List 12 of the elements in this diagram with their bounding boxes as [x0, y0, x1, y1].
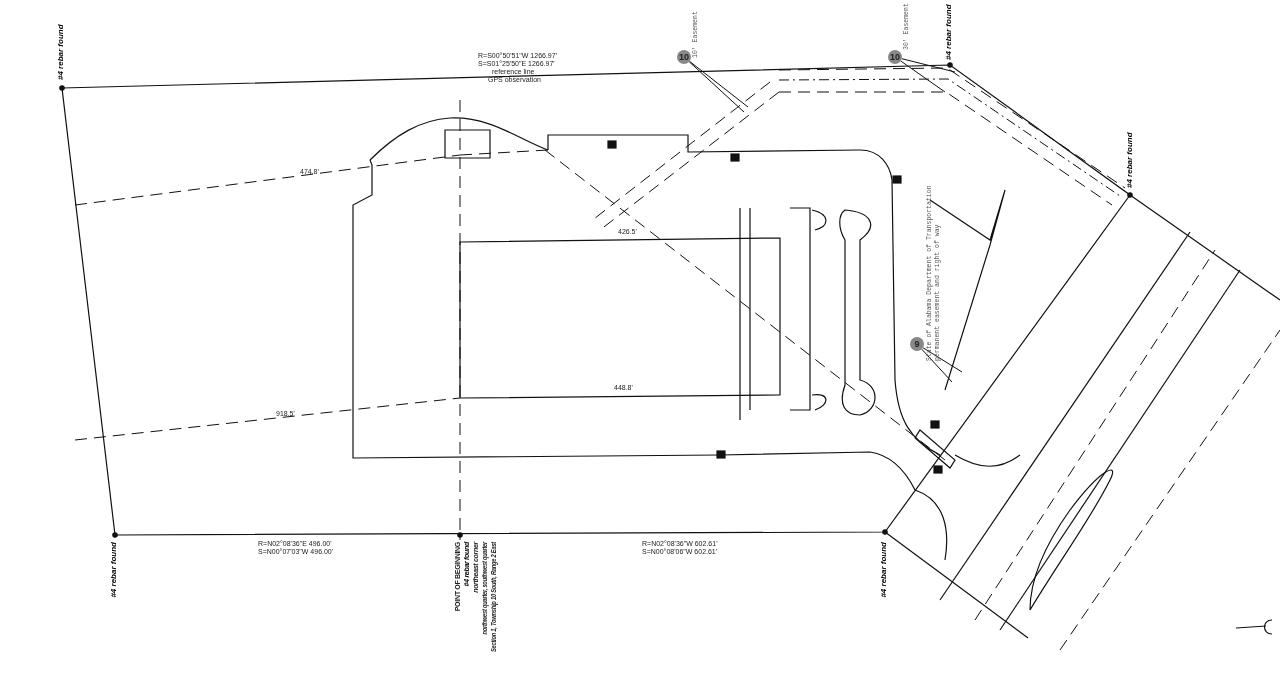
- callout-number: 9: [910, 337, 924, 351]
- monument-label: #4 rebar found: [57, 24, 65, 80]
- leader-line: [921, 348, 953, 383]
- monument-label: #4 rebar found: [880, 542, 888, 598]
- monument-label: #4 rebar found: [110, 542, 118, 598]
- monument-label: #4 rebar found: [1126, 132, 1134, 188]
- leader-line: [901, 58, 956, 73]
- monument-label: #4 rebar found: [945, 4, 953, 60]
- leader-line: [922, 347, 963, 373]
- leader-line: [900, 60, 946, 93]
- callout-number: 10: [888, 50, 902, 64]
- callout-number: 10: [677, 50, 691, 64]
